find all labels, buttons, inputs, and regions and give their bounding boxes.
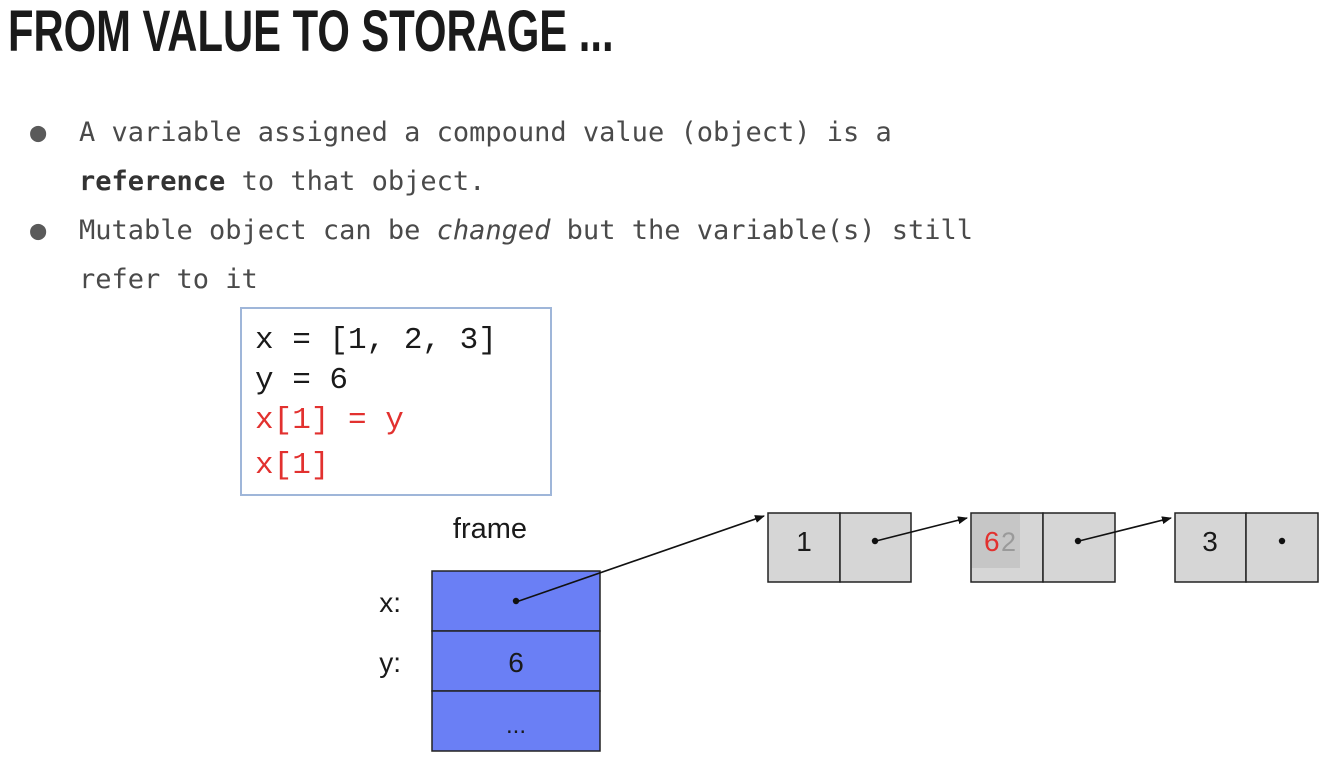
code-line-mutate: x[1] = y <box>255 403 404 438</box>
list-cell-2-highlight <box>972 514 1020 568</box>
bullet-text: to that object. <box>225 166 486 197</box>
x-to-list-arrow-icon <box>515 515 765 603</box>
bullet-line: A variable assigned a compound value (ob… <box>79 108 1330 157</box>
frame-label: frame <box>453 513 527 545</box>
bullet-line: reference to that object. <box>79 157 1330 206</box>
code-line-assign-y: y = 6 <box>255 363 349 398</box>
list-cell-3-value: 3 <box>1202 526 1218 557</box>
list-cell-1-pointer-dot-icon <box>871 537 879 545</box>
list-cell-3: 3 <box>1174 512 1319 583</box>
cell2-to-cell3-arrow-icon <box>1078 516 1172 542</box>
code-line-read: x[1] <box>255 448 330 483</box>
bullet-dot-icon: ● <box>30 215 47 246</box>
bullet-text: but the variable(s) still <box>550 215 974 246</box>
bullet-item-mutable: ● Mutable object can be changed but the … <box>0 206 1330 304</box>
list-cell-2: 2 6 <box>970 512 1116 583</box>
bullet-text: Mutable object can be <box>79 215 437 246</box>
bullet-line: Mutable object can be changed but the va… <box>79 206 1330 255</box>
list-cell-3-pointer-box <box>1245 512 1319 583</box>
slide-title: FROM VALUE TO STORAGE ... <box>8 0 614 64</box>
bullet-dot-icon: ● <box>30 117 47 148</box>
bullet-text: refer to it <box>79 264 258 295</box>
frame-box <box>431 570 601 752</box>
frame-slot-more <box>431 690 601 752</box>
bullet-item-reference: ● A variable assigned a compound value (… <box>0 108 1330 206</box>
bullet-text: A variable assigned a compound value (ob… <box>79 117 892 148</box>
frame-slot-y <box>431 630 601 692</box>
list-cell-3-value-box <box>1174 512 1247 583</box>
list-cell-1-pointer-box <box>839 512 912 583</box>
list-cell-2-pointer-box <box>1042 512 1116 583</box>
code-snippet-box: x = [1, 2, 3] y = 6 x[1] = y x[1] <box>240 307 552 496</box>
bullet-line: refer to it <box>79 255 1330 304</box>
list-cell-2-new-value: 6 <box>984 526 1000 557</box>
frame-var-x-label: x: <box>379 587 401 618</box>
frame-x-pointer-dot-icon <box>512 597 520 605</box>
bullet-list: ● A variable assigned a compound value (… <box>0 108 1330 304</box>
list-cell-2-old-value: 2 <box>1001 527 1016 557</box>
list-cell-3-pointer-dot-icon <box>1278 537 1286 545</box>
list-cell-1-value: 1 <box>796 526 812 557</box>
cell1-to-cell2-arrow-icon <box>875 516 968 542</box>
list-cell-1-value-box <box>767 512 841 583</box>
code-line-assign-list: x = [1, 2, 3] <box>255 323 497 358</box>
frame-value-more: ... <box>506 712 526 739</box>
list-cell-1: 1 <box>767 512 912 583</box>
list-cell-2-value-box <box>970 512 1044 583</box>
bullet-bold-term: reference <box>79 166 226 197</box>
frame-value-y: 6 <box>508 647 524 678</box>
frame-var-y-label: y: <box>379 647 401 678</box>
bullet-italic-term: changed <box>436 215 551 246</box>
frame-slot-x <box>431 570 601 632</box>
list-cell-2-pointer-dot-icon <box>1074 537 1082 545</box>
